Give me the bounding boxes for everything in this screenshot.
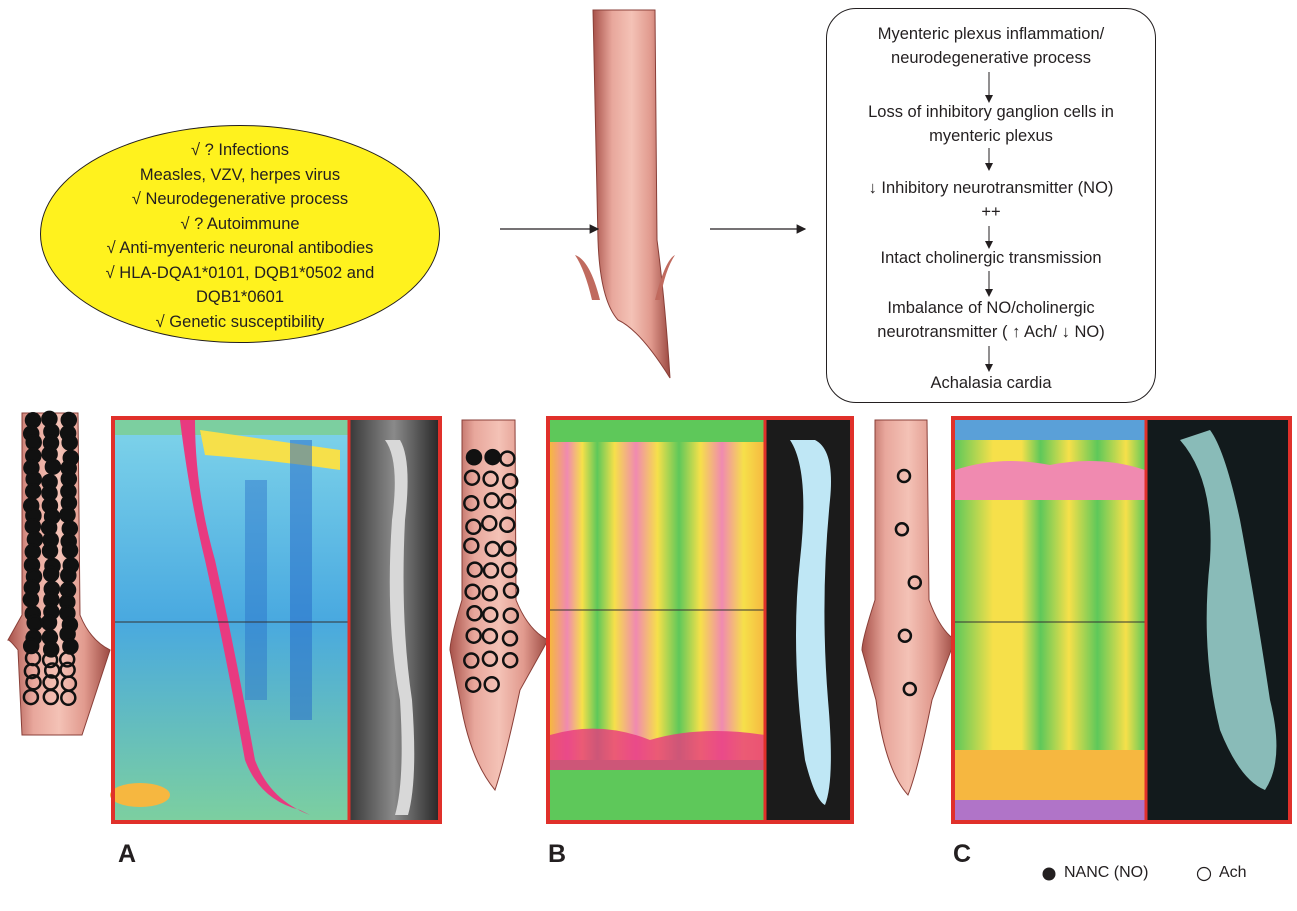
nanc-neuron-marker bbox=[467, 450, 481, 464]
pathway-step-3: ↓ Inhibitory neurotransmitter (NO) bbox=[826, 176, 1156, 200]
cause-item: √ ? Autoimmune bbox=[40, 212, 440, 237]
nanc-neuron-marker bbox=[61, 568, 75, 582]
panel-a-esophagus bbox=[8, 412, 110, 735]
nanc-neuron-marker bbox=[44, 567, 58, 581]
causes-list: √ ? Infections Measles, VZV, herpes viru… bbox=[40, 138, 440, 334]
panel-c-esophagus bbox=[862, 420, 955, 795]
nanc-neuron-marker bbox=[62, 413, 76, 427]
panel-c-label: C bbox=[953, 840, 971, 869]
pathway-step-2: Loss of inhibitory ganglion cells in mye… bbox=[826, 100, 1156, 148]
nanc-neuron-marker bbox=[26, 484, 40, 498]
pathway-step-5-line: neurotransmitter ( ↑ Ach/ ↓ NO) bbox=[826, 320, 1156, 344]
nanc-neuron-marker bbox=[27, 435, 41, 449]
pathway-step-1-line: neurodegenerative process bbox=[826, 46, 1156, 70]
pathway-step-1: Myenteric plexus inflammation/ neurodege… bbox=[826, 22, 1156, 70]
nanc-neuron-marker bbox=[63, 544, 77, 558]
panel-b-esophagus bbox=[450, 420, 548, 790]
cause-item: Measles, VZV, herpes virus bbox=[40, 163, 440, 188]
pathway-step-1-line: Myenteric plexus inflammation/ bbox=[826, 22, 1156, 46]
legend-open-label: Ach bbox=[1219, 864, 1247, 882]
legend-open-circle-icon bbox=[1198, 868, 1211, 881]
nanc-neuron-marker bbox=[43, 544, 57, 558]
nanc-neuron-marker bbox=[46, 460, 60, 474]
nanc-neuron-marker bbox=[24, 592, 38, 606]
panel-c-manometry bbox=[955, 420, 1290, 820]
nanc-neuron-marker bbox=[26, 413, 40, 427]
nanc-neuron-marker bbox=[61, 508, 75, 522]
panel-a-label: A bbox=[118, 840, 136, 869]
pathway-step-5-line: Imbalance of NO/cholinergic bbox=[826, 296, 1156, 320]
cause-item: √ Genetic susceptibility bbox=[40, 310, 440, 335]
legend-filled-label: NANC (NO) bbox=[1064, 864, 1148, 882]
pathway-step-6: Achalasia cardia bbox=[826, 371, 1156, 395]
cause-item: √ ? Infections bbox=[40, 138, 440, 163]
panel-b-manometry bbox=[550, 420, 850, 820]
legend-filled-circle-icon bbox=[1043, 868, 1056, 881]
panel-a-manometry bbox=[110, 420, 438, 820]
nanc-neuron-marker bbox=[26, 519, 40, 533]
pathway-step-2-line: myenteric plexus bbox=[826, 124, 1156, 148]
nanc-neuron-marker bbox=[63, 436, 77, 450]
panel-b-label: B bbox=[548, 840, 566, 869]
nanc-neuron-marker bbox=[26, 545, 40, 559]
pathway-plus: ++ bbox=[826, 200, 1156, 224]
cause-item: DQB1*0601 bbox=[40, 285, 440, 310]
nanc-neuron-marker bbox=[486, 450, 500, 464]
cause-item: √ Neurodegenerative process bbox=[40, 187, 440, 212]
cause-item: √ HLA-DQA1*0101, DQB1*0502 and bbox=[40, 261, 440, 286]
pathway-step-2-line: Loss of inhibitory ganglion cells in bbox=[826, 100, 1156, 124]
cause-item: √ Anti-myenteric neuronal antibodies bbox=[40, 236, 440, 261]
top-esophagus-illustration bbox=[575, 10, 675, 378]
pathway-step-5: Imbalance of NO/cholinergic neurotransmi… bbox=[826, 296, 1156, 344]
pathway-step-4: Intact cholinergic transmission bbox=[826, 246, 1156, 270]
nanc-neuron-marker bbox=[28, 616, 42, 630]
nanc-neuron-marker bbox=[42, 616, 56, 630]
